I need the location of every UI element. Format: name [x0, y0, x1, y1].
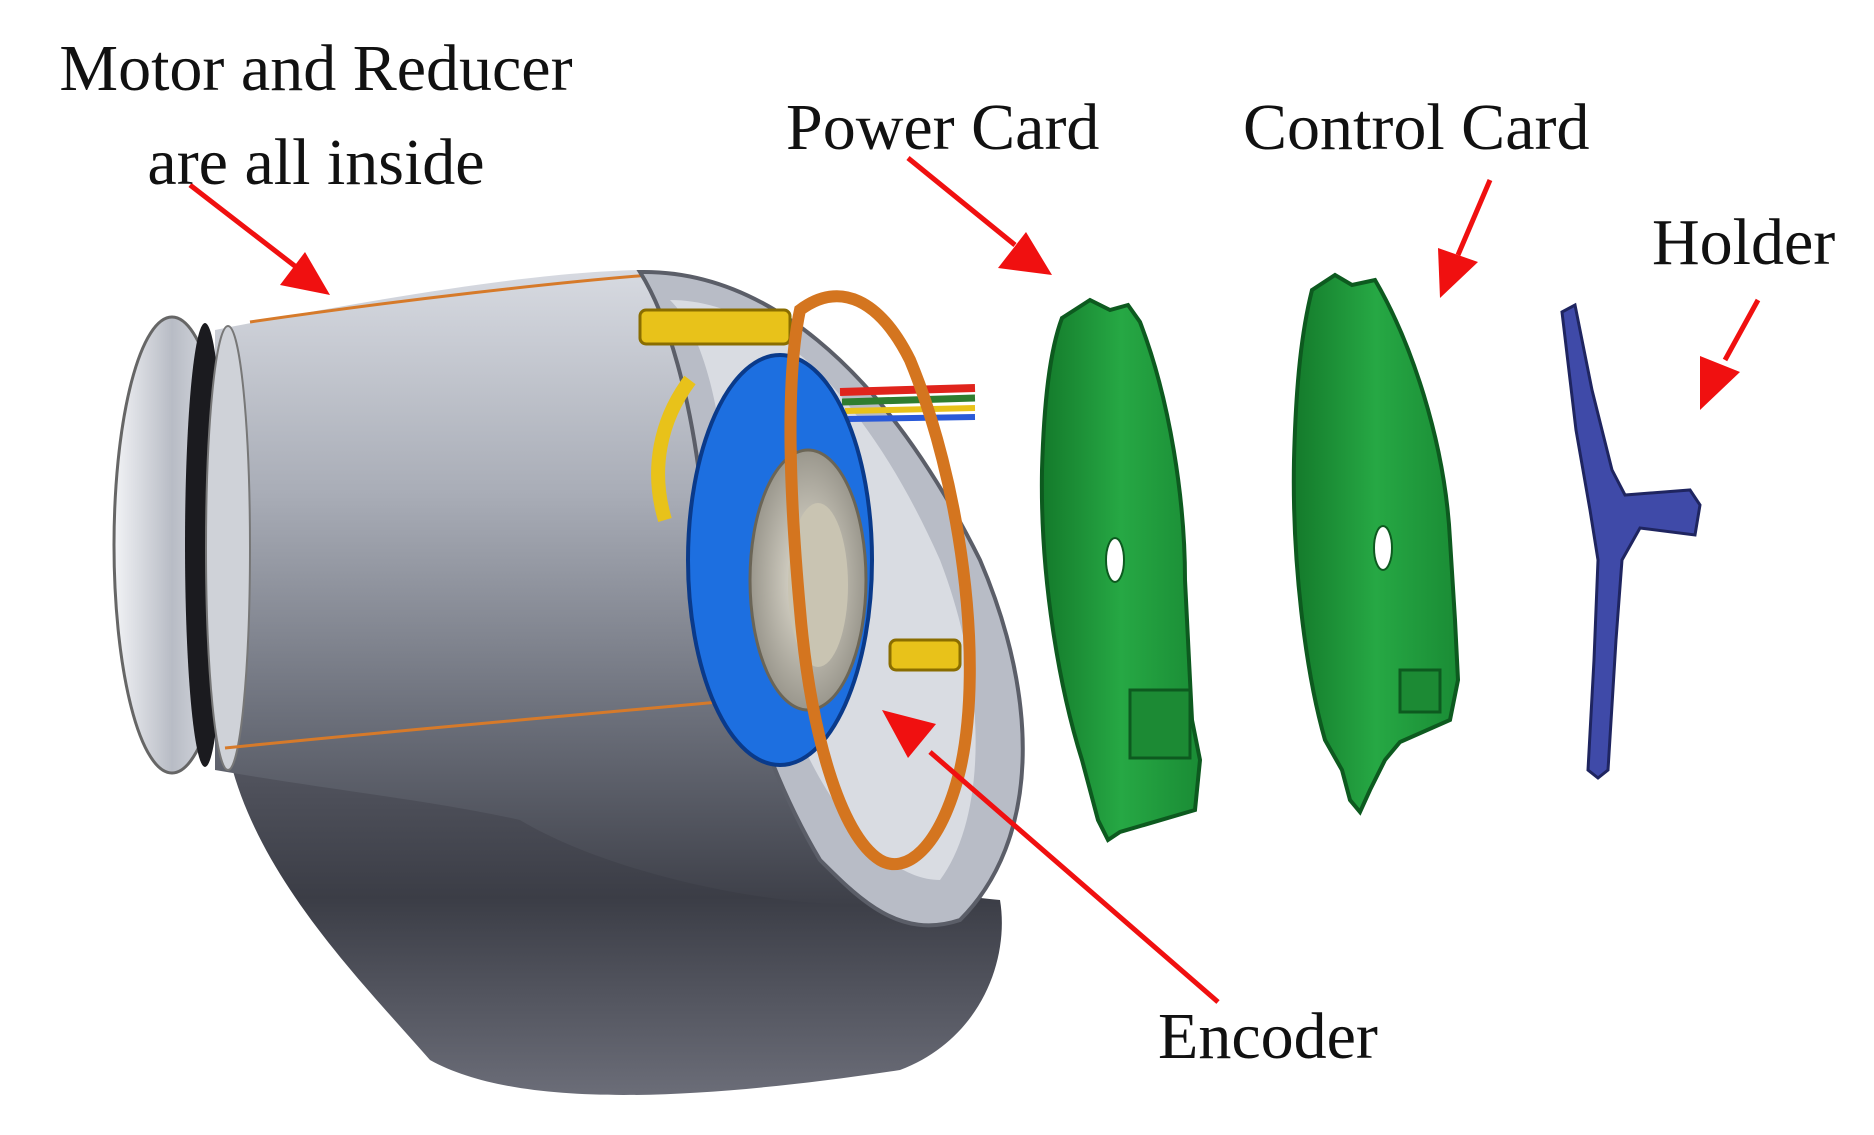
control-card-hole	[1373, 525, 1393, 571]
reducer-internals	[638, 308, 976, 672]
arrow-motor-reducer	[188, 183, 330, 295]
cable-bundle	[839, 384, 976, 422]
arrow-encoder	[882, 710, 1220, 1004]
gear-shaft-top	[638, 308, 792, 346]
label-motor-and-reducer: Motor and Reducer are all inside	[16, 22, 616, 210]
power-card	[1039, 297, 1203, 843]
callout-arrows	[188, 156, 1761, 1004]
arrow-holder	[1700, 298, 1761, 410]
label-power-card: Power Card	[786, 91, 1100, 164]
label-holder: Holder	[1652, 206, 1836, 279]
gear-shaft-bottom	[888, 638, 962, 672]
housing-seam-top	[249, 273, 651, 324]
control-card-connector	[1398, 668, 1442, 714]
label-control-card: Control Card	[1243, 91, 1590, 164]
housing-seam-bottom	[224, 698, 741, 750]
arrow-power-card	[906, 156, 1052, 275]
label-motor-line2: are all inside	[147, 126, 485, 199]
power-card-hole	[1105, 537, 1125, 583]
gear-yellow-arc	[651, 375, 696, 523]
flange-ring-inner	[205, 325, 251, 771]
label-motor-line1: Motor and Reducer	[59, 32, 573, 105]
arrow-control-card	[1438, 179, 1493, 298]
power-card-connector	[1128, 688, 1192, 760]
label-encoder: Encoder	[1158, 1000, 1378, 1073]
encoder	[686, 353, 874, 767]
control-card	[1291, 272, 1461, 816]
orange-retaining-ring	[784, 290, 976, 871]
holder-bracket	[1560, 302, 1702, 780]
